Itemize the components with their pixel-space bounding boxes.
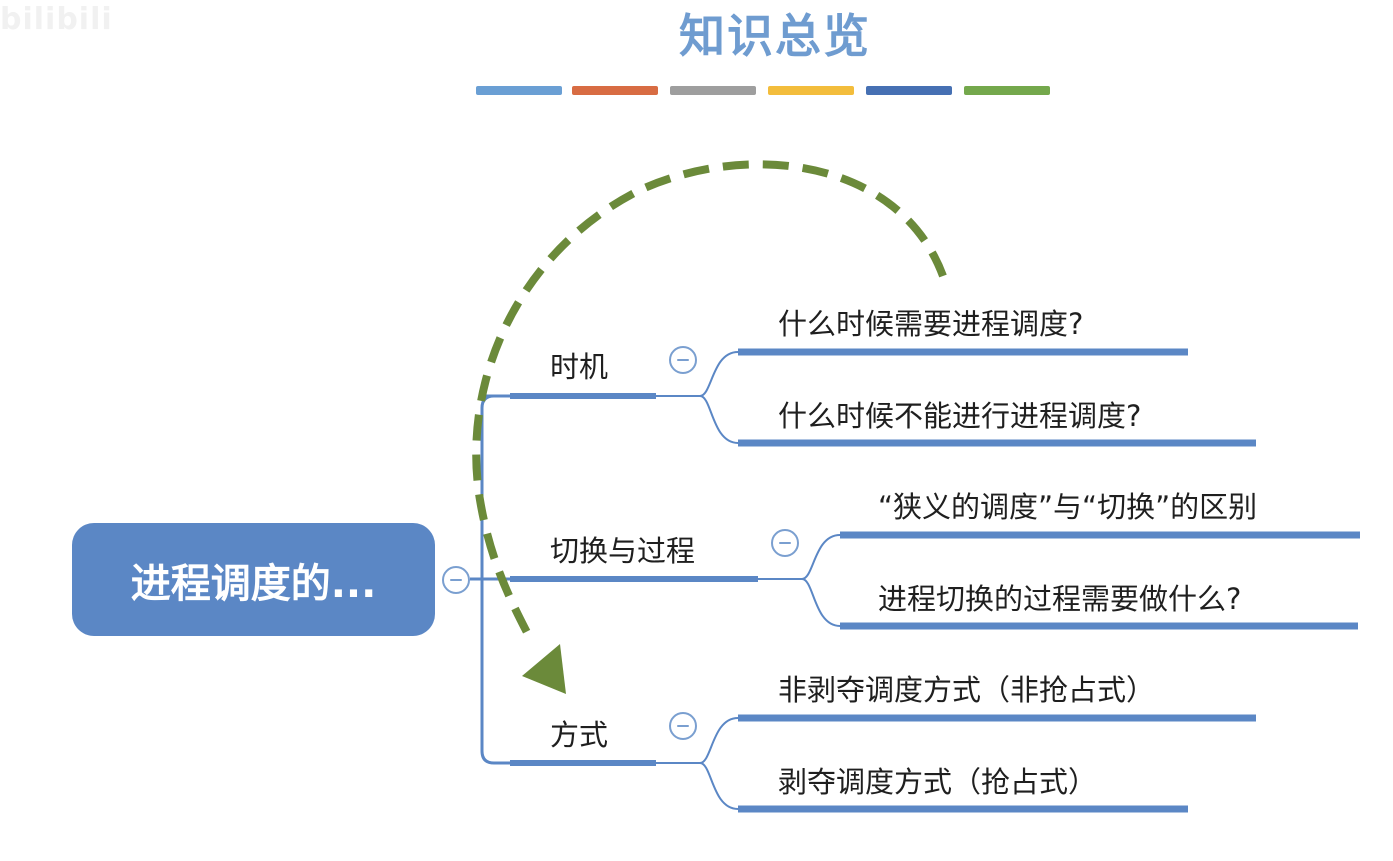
branch-label-timing[interactable]: 时机 [550,350,609,384]
branch-2-collapse-button[interactable] [771,529,799,557]
child-label-3a[interactable]: 非剥夺调度方式（非抢占式） [778,673,1156,707]
color-bar-4 [768,86,854,95]
color-bar-3 [670,86,756,95]
child-label-2a[interactable]: “狭义的调度”与“切换”的区别 [878,490,1258,524]
branch-label-method[interactable]: 方式 [550,718,609,752]
fork-3a [699,717,739,764]
color-bar-2 [572,86,658,95]
color-bar-5 [866,86,952,95]
fork-2b [801,578,841,627]
color-bar-1 [476,86,562,95]
branch-label-switching[interactable]: 切换与过程 [550,534,696,568]
child-label-3b[interactable]: 剥夺调度方式（抢占式） [778,765,1098,799]
fork-1a [699,351,739,397]
fork-2a [801,534,841,580]
dashed-arrow-path [472,160,947,644]
watermark-logo: bilibili [0,2,113,37]
dashed-arrow-head [522,644,566,694]
color-bar-6 [964,86,1050,95]
child-label-1b[interactable]: 什么时候不能进行进程调度? [778,399,1142,433]
root-node[interactable]: 进程调度的... [72,523,435,636]
fork-1b [699,395,739,444]
branch-1-collapse-button[interactable] [669,346,697,374]
branch-3-collapse-button[interactable] [669,712,697,740]
fork-3b [699,762,739,810]
root-collapse-button[interactable] [442,566,470,594]
child-label-2b[interactable]: 进程切换的过程需要做什么? [878,582,1242,616]
page-title: 知识总览 [679,9,871,63]
child-label-1a[interactable]: 什么时候需要进程调度? [778,307,1084,341]
